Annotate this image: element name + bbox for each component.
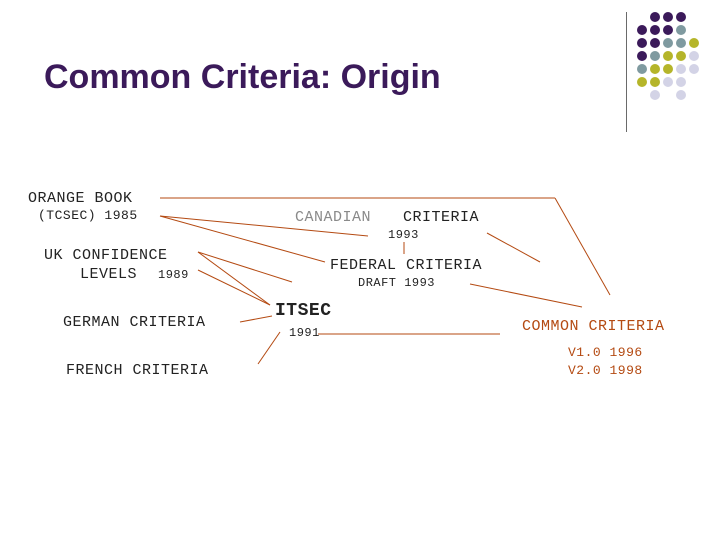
decorative-dot bbox=[650, 38, 660, 48]
line-german-to-itsec bbox=[239, 315, 273, 323]
node-federal-criteria: FEDERAL CRITERIA bbox=[330, 257, 483, 274]
decorative-dot bbox=[650, 90, 660, 100]
line-uk-to-federal bbox=[197, 251, 293, 283]
decorative-dot bbox=[663, 64, 673, 74]
decorative-dot bbox=[637, 38, 647, 48]
decorative-dot bbox=[663, 51, 673, 61]
node-canadian-year: 1993 bbox=[388, 228, 419, 242]
decorative-dot bbox=[637, 25, 647, 35]
decorative-dot bbox=[689, 64, 699, 74]
decorative-dot bbox=[676, 64, 686, 74]
node-orange-book: ORANGE BOOK bbox=[28, 190, 133, 207]
decorative-dot bbox=[663, 12, 673, 22]
line-uk-to-itsec bbox=[197, 251, 271, 306]
node-uk-confidence: UK CONFIDENCE bbox=[44, 247, 168, 264]
node-french-criteria: FRENCH CRITERIA bbox=[66, 362, 209, 379]
decorative-dot bbox=[663, 38, 673, 48]
decorative-dot bbox=[663, 25, 673, 35]
node-common-v1: V1.0 1996 bbox=[568, 345, 643, 360]
decorative-dot bbox=[676, 12, 686, 22]
node-federal-year: DRAFT 1993 bbox=[358, 276, 436, 290]
node-canadian-suffix: CRITERIA bbox=[403, 209, 480, 226]
node-tcsec: (TCSEC) 1985 bbox=[38, 208, 138, 223]
decorative-dot bbox=[650, 64, 660, 74]
slide-title: Common Criteria: Origin bbox=[44, 58, 441, 96]
line-levels-to-itsec bbox=[197, 269, 271, 306]
node-common-v2: V2.0 1998 bbox=[568, 363, 643, 378]
node-itsec: ITSEC bbox=[275, 301, 332, 321]
decorative-dot bbox=[650, 51, 660, 61]
decorative-dot bbox=[676, 25, 686, 35]
node-common-criteria: COMMON CRITERIA bbox=[522, 318, 665, 335]
node-uk-levels: LEVELS bbox=[80, 266, 138, 283]
line-orange-book-to-common-diag bbox=[554, 197, 611, 296]
decorative-dot bbox=[650, 12, 660, 22]
line-federal-to-common bbox=[469, 283, 583, 308]
decorative-divider bbox=[626, 12, 627, 132]
decorative-dot bbox=[650, 25, 660, 35]
decorative-dot bbox=[676, 51, 686, 61]
decorative-dot bbox=[637, 77, 647, 87]
line-french-to-itsec bbox=[257, 331, 281, 365]
decorative-dot bbox=[637, 64, 647, 74]
decorative-dot bbox=[676, 77, 686, 87]
decorative-dot bbox=[676, 38, 686, 48]
decorative-dot bbox=[650, 77, 660, 87]
decorative-dot bbox=[663, 77, 673, 87]
decorative-dot bbox=[676, 90, 686, 100]
decorative-dot bbox=[689, 38, 699, 48]
node-canadian-prefix: CANADIAN bbox=[295, 209, 372, 226]
decorative-dot bbox=[637, 51, 647, 61]
decorative-dot bbox=[689, 51, 699, 61]
node-uk-year: 1989 bbox=[158, 268, 189, 282]
line-tcsec-to-federal bbox=[159, 215, 326, 263]
node-itsec-year: 1991 bbox=[289, 326, 320, 340]
node-german-criteria: GERMAN CRITERIA bbox=[63, 314, 206, 331]
line-tcsec-to-canadian bbox=[159, 215, 369, 237]
line-canadian-to-common bbox=[486, 232, 541, 263]
